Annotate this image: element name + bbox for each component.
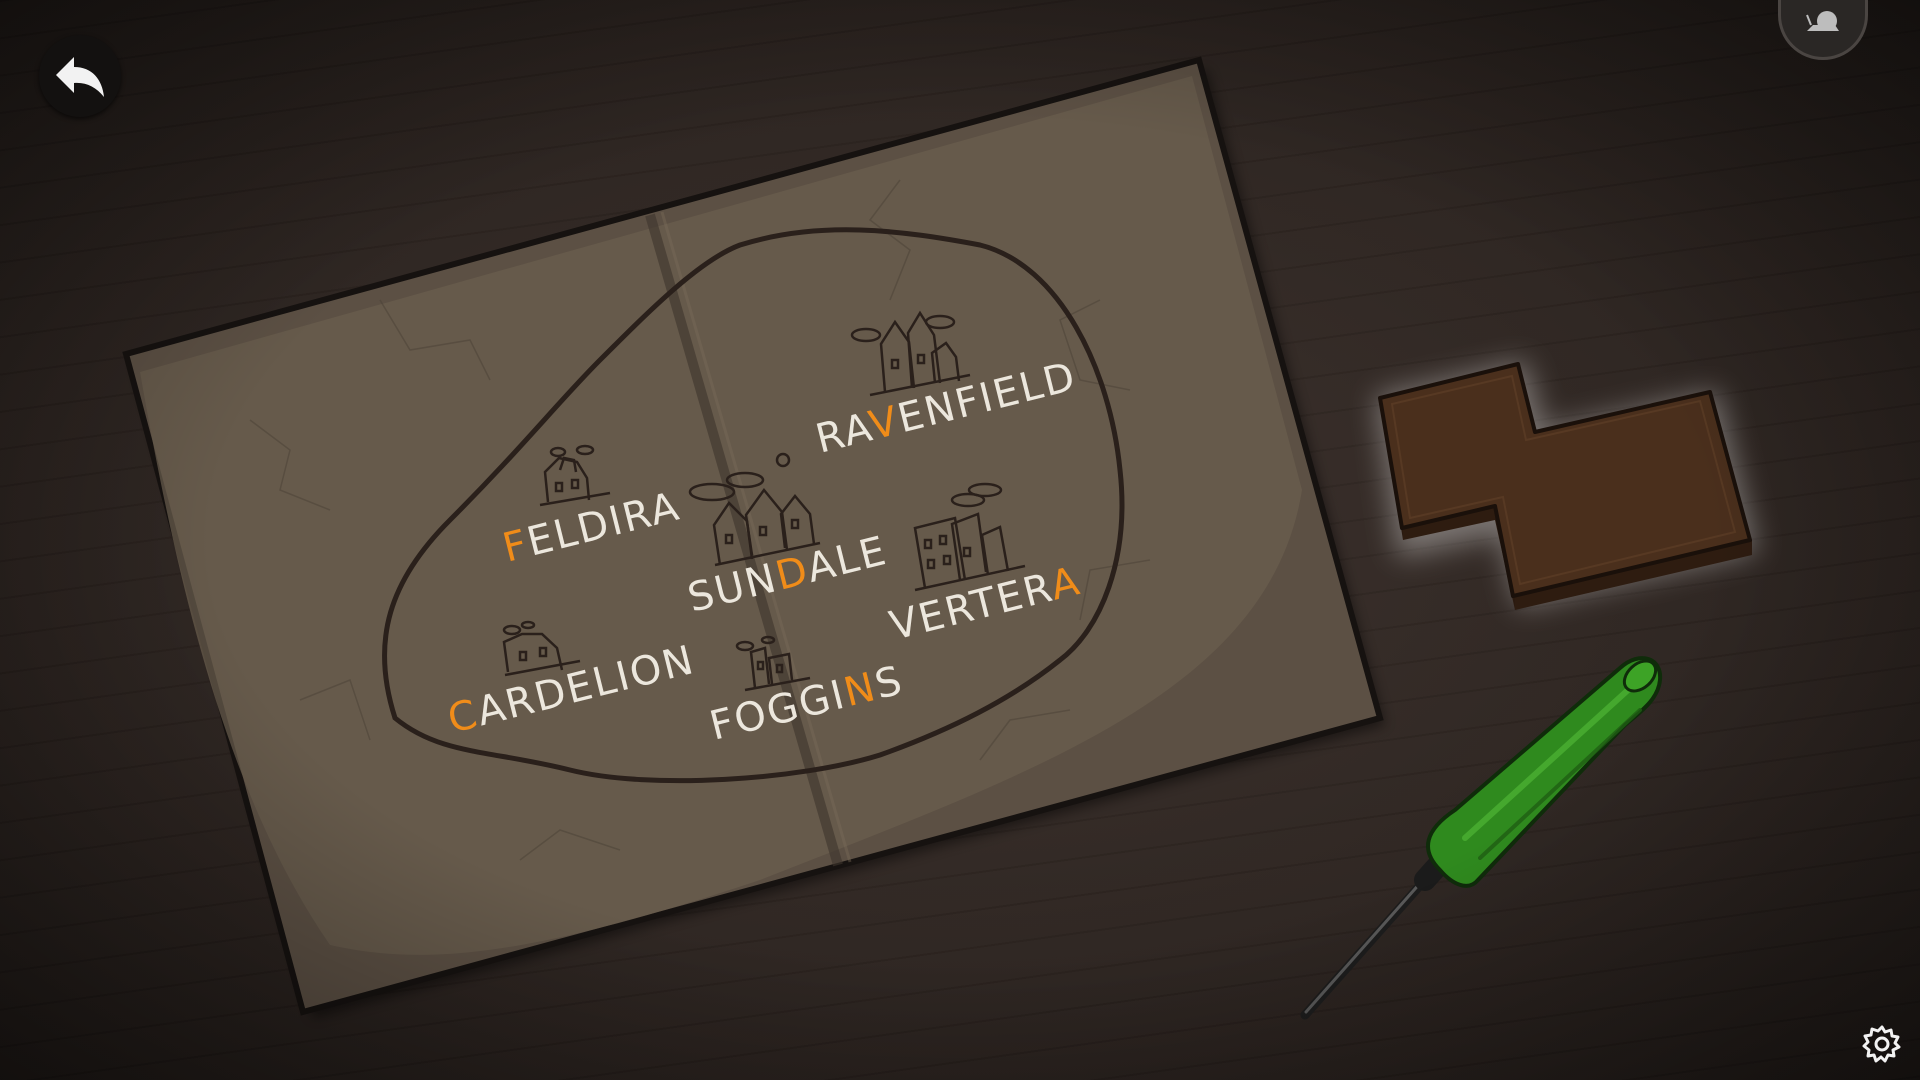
sundale-building-icon [688, 452, 821, 567]
island-outline [382, 227, 1125, 784]
screwdriver[interactable] [1300, 655, 1663, 1020]
gear-icon [1862, 1025, 1901, 1063]
town-sketches [502, 310, 1026, 692]
snail-icon [1806, 11, 1839, 31]
back-button[interactable] [39, 35, 121, 117]
foggins-building-icon [735, 635, 811, 692]
back-arrow-icon [56, 57, 104, 97]
feldira-building-icon [539, 444, 611, 507]
wooden-puzzle-piece[interactable] [1375, 360, 1758, 610]
ravenfield-building-icon [850, 310, 971, 397]
cardelion-building-icon [502, 620, 581, 677]
paper-texture [249, 179, 1151, 861]
settings-button[interactable] [1862, 1024, 1902, 1064]
page-crease [645, 213, 843, 867]
vertera-building-icon [913, 482, 1026, 592]
